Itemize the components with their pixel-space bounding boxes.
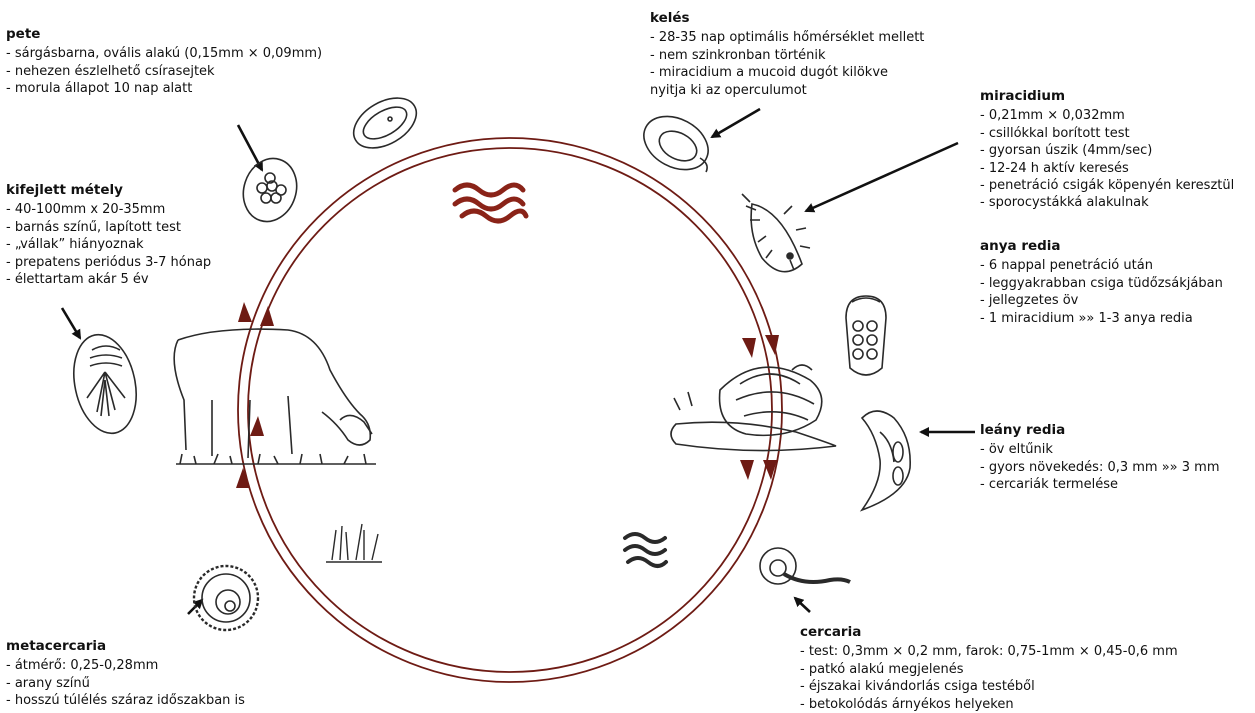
miracidium-line-5: - penetráció csigák köpenyén keresztül [980, 177, 1234, 194]
mother-redia-info-block: anya redia - 6 nappal penetráció után - … [980, 238, 1223, 327]
cercaria-line-2: - patkó alakú megjelenés [800, 661, 1178, 678]
daughter-redia-drawing [862, 411, 910, 510]
daughter-redia-line-2: - gyors növekedés: 0,3 mm »» 3 mm [980, 459, 1220, 476]
hatching-line-2: - nem szinkronban történik [650, 47, 924, 64]
miracidium-line-2: - csillókkal borított test [980, 125, 1234, 142]
hatching-line-3: - miracidium a mucoid dugót kilökve [650, 64, 924, 81]
mother-redia-line-2: - leggyakrabban csiga tüdőzsákjában [980, 275, 1223, 292]
cycle-ring [238, 138, 782, 682]
miracidium-line-1: - 0,21mm × 0,032mm [980, 107, 1234, 124]
egg-drawing [235, 152, 304, 229]
cercaria-line-4: - betokolódás árnyékos helyeken [800, 696, 1178, 713]
free-swimming-worms [455, 185, 526, 221]
arrow-to-miracidium [806, 143, 958, 211]
cycle-arrow-top-right-2 [765, 335, 779, 355]
adult-fluke-drawing [65, 329, 144, 439]
metacercaria-info-block: metacercaria - átmérő: 0,25-0,28mm - ara… [6, 638, 245, 710]
egg-line-3: - morula állapot 10 nap alatt [6, 80, 322, 97]
mother-redia-line-4: - 1 miracidium »» 1-3 anya redia [980, 310, 1223, 327]
egg-title: pete [6, 26, 322, 43]
adult-fluke-info-block: kifejlett métely - 40-100mm x 20-35mm - … [6, 182, 211, 288]
mother-redia-title: anya redia [980, 238, 1223, 255]
miracidium-line-6: - sporocystákká alakulnak [980, 194, 1234, 211]
miracidium-drawing [742, 194, 810, 272]
cycle-arrow-bottom-left-1 [250, 416, 264, 436]
metacercaria-line-1: - átmérő: 0,25-0,28mm [6, 657, 245, 674]
cycle-arrow-bottom-left-2 [236, 468, 250, 488]
cercaria-info-block: cercaria - test: 0,3mm × 0,2 mm, farok: … [800, 624, 1178, 713]
cycle-arrow-top-left-1 [238, 302, 252, 322]
daughter-redia-line-1: - öv eltűnik [980, 441, 1220, 458]
arrow-to-adult-fluke [62, 308, 80, 338]
hatching-line-4: nyitja ki az operculumot [650, 82, 924, 99]
daughter-redia-info-block: leány redia - öv eltűnik - gyors növeked… [980, 422, 1220, 494]
arrow-to-hatching [712, 109, 760, 137]
embryonated-egg-drawing [345, 88, 425, 158]
cycle-arrow-bottom-right-1 [740, 460, 754, 480]
snail-drawing [671, 365, 836, 451]
hatching-line-1: - 28-35 nap optimális hőmérséklet mellet… [650, 29, 924, 46]
daughter-redia-line-3: - cercariák termelése [980, 476, 1220, 493]
mother-redia-line-1: - 6 nappal penetráció után [980, 257, 1223, 274]
cercaria-line-1: - test: 0,3mm × 0,2 mm, farok: 0,75-1mm … [800, 643, 1178, 660]
cycle-arrow-top-left-2 [260, 306, 274, 326]
cercaria-worms [625, 534, 666, 566]
miracidium-info-block: miracidium - 0,21mm × 0,032mm - csillókk… [980, 88, 1234, 212]
metacercaria-line-2: - arany színű [6, 675, 245, 692]
egg-line-2: - nehezen észlelhető csírasejtek [6, 63, 322, 80]
metacercaria-drawing [194, 566, 258, 630]
egg-info-block: pete - sárgásbarna, ovális alakú (0,15mm… [6, 26, 322, 98]
grass-drawing [326, 524, 382, 562]
miracidium-title: miracidium [980, 88, 1234, 105]
cercaria-drawing [760, 548, 850, 584]
mother-redia-line-3: - jellegzetes öv [980, 292, 1223, 309]
cercaria-title: cercaria [800, 624, 1178, 641]
hatching-egg-drawing [635, 106, 718, 180]
hatching-title: kelés [650, 10, 924, 27]
metacercaria-line-3: - hosszú túlélés száraz időszakban is [6, 692, 245, 709]
grazing-cow-drawing [174, 329, 376, 464]
miracidium-line-4: - 12-24 h aktív keresés [980, 160, 1234, 177]
metacercaria-title: metacercaria [6, 638, 245, 655]
hatching-info-block: kelés - 28-35 nap optimális hőmérséklet … [650, 10, 924, 99]
egg-line-1: - sárgásbarna, ovális alakú (0,15mm × 0,… [6, 45, 322, 62]
adult-fluke-line-5: - élettartam akár 5 év [6, 271, 211, 288]
adult-fluke-line-2: - barnás színű, lapított test [6, 219, 211, 236]
cercaria-line-3: - éjszakai kivándorlás csiga testéből [800, 678, 1178, 695]
adult-fluke-line-3: - „vállak” hiányoznak [6, 236, 211, 253]
miracidium-line-3: - gyorsan úszik (4mm/sec) [980, 142, 1234, 159]
daughter-redia-title: leány redia [980, 422, 1220, 439]
cycle-arrow-top-right-1 [742, 338, 756, 358]
adult-fluke-title: kifejlett métely [6, 182, 211, 199]
cycle-arrowheads [236, 302, 779, 488]
adult-fluke-line-4: - prepatens periódus 3-7 hónap [6, 254, 211, 271]
adult-fluke-line-1: - 40-100mm x 20-35mm [6, 201, 211, 218]
arrow-to-cercaria [795, 598, 810, 612]
mother-redia-drawing [846, 296, 886, 375]
